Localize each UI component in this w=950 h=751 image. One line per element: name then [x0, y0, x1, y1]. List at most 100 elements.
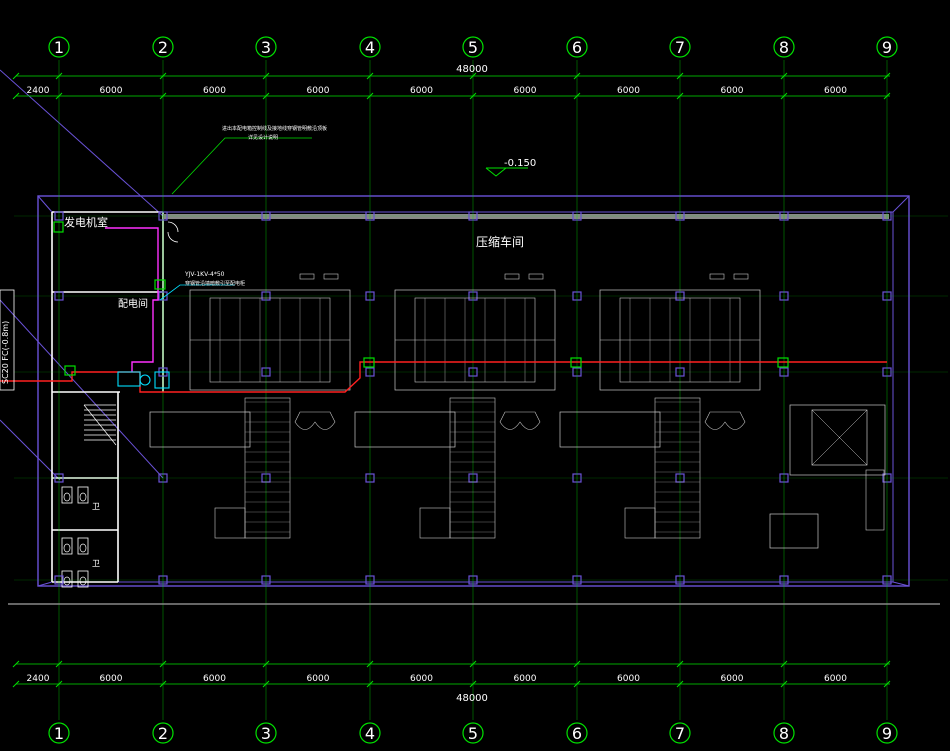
- bay-dimension-label: 6000: [617, 86, 640, 96]
- leader-note-1: 进出本配电箱控制线及接地线穿钢管明敷沿顶板: [222, 125, 327, 132]
- door-arc: [167, 231, 179, 243]
- axis-bubble-1: [48, 722, 70, 744]
- compressor-tag: [528, 273, 544, 280]
- dim-tick: [883, 680, 891, 688]
- axis-bubble-5: [462, 36, 484, 58]
- axis-bubble-7: [669, 722, 691, 744]
- stair-diagonal: [83, 404, 117, 446]
- dim-tick: [469, 92, 477, 100]
- toilet-fixture: [79, 576, 87, 586]
- toilet-fixture: [79, 492, 87, 502]
- compressor-unit: [354, 273, 556, 539]
- elevation-label: -0.150: [504, 158, 536, 169]
- side-cable-label: SC20 FC(-0.8m): [1, 321, 10, 384]
- bay-dimension-label: 6000: [100, 674, 123, 684]
- dim-tick: [676, 680, 684, 688]
- building-walls: [0, 69, 910, 588]
- motor-box: [214, 507, 246, 539]
- motor-box: [624, 507, 656, 539]
- axis-bubble-9: [876, 722, 898, 744]
- axis-bubble-4: [359, 722, 381, 744]
- conveyor-vertical: [244, 397, 291, 539]
- bay-dimension-label: 6000: [824, 674, 847, 684]
- dim-tick: [883, 92, 891, 100]
- axis-bubble-2: [152, 36, 174, 58]
- conveyor-frame: [149, 411, 251, 448]
- dim-tick: [469, 72, 477, 80]
- bay-dimension-label: 6000: [514, 674, 537, 684]
- left-offset-dimension-top: 2400: [27, 86, 50, 96]
- left-offset-dimension-bottom: 2400: [27, 674, 50, 684]
- diagonal-line: [0, 419, 61, 481]
- corner-diagonal: [37, 581, 53, 587]
- room-label-compressor-hall: 压缩车间: [476, 234, 524, 249]
- dim-tick: [159, 92, 167, 100]
- dim-tick: [676, 92, 684, 100]
- room-label-toilet-2: 卫: [92, 559, 100, 568]
- axis-bubble-5: [462, 722, 484, 744]
- axis-bubble-8: [773, 722, 795, 744]
- corner-diagonal: [37, 195, 53, 213]
- distribution-panel: [154, 371, 170, 389]
- dim-tick: [573, 680, 581, 688]
- dim-tick: [55, 92, 63, 100]
- toilet-fixture: [63, 576, 71, 586]
- axis-bubble-8: [773, 36, 795, 58]
- dim-tick: [573, 660, 581, 668]
- dim-tick: [12, 660, 20, 668]
- axis-bubble-4: [359, 36, 381, 58]
- compressor-tag: [504, 273, 520, 280]
- compressor-tag: [323, 273, 339, 280]
- dim-tick: [366, 92, 374, 100]
- axis-bubble-label: 8: [779, 724, 789, 743]
- room-label-generator-room: 发电机室: [64, 215, 108, 229]
- bay-dimension-label: 6000: [307, 674, 330, 684]
- dim-tick: [12, 680, 20, 688]
- diagonal-line: [0, 69, 164, 217]
- axis-bubble-label: 6: [572, 38, 582, 57]
- right-machine-frame: [789, 404, 886, 476]
- dim-tick: [262, 92, 270, 100]
- dim-tick: [780, 72, 788, 80]
- axis-bubble-label: 7: [675, 38, 685, 57]
- total-dimension-top: 48000: [456, 64, 488, 75]
- compressor-unit: [559, 273, 761, 539]
- dim-tick: [159, 72, 167, 80]
- axis-bubble-label: 4: [365, 38, 375, 57]
- dim-tick: [55, 72, 63, 80]
- cable-spec-note-sub: 穿钢管沿墙暗敷引至配电柜: [185, 280, 245, 287]
- axis-bubble-label: 7: [675, 724, 685, 743]
- dim-tick: [12, 72, 20, 80]
- dim-tick: [780, 92, 788, 100]
- axis-bubble-label: 3: [261, 724, 271, 743]
- elevation-marker: [485, 167, 508, 177]
- junction-box: [64, 365, 76, 376]
- bay-dimension-label: 6000: [617, 674, 640, 684]
- leader-line: [159, 284, 235, 301]
- dim-tick: [159, 660, 167, 668]
- diagonal-line: [0, 299, 164, 479]
- bay-dimension-label: 6000: [410, 674, 433, 684]
- dim-tick: [883, 660, 891, 668]
- marks-layer: [0, 137, 528, 391]
- axis-bubble-label: 5: [468, 38, 478, 57]
- dim-tick: [573, 72, 581, 80]
- hopper: [704, 411, 746, 430]
- axis-grid: [8, 60, 948, 720]
- dim-tick: [12, 92, 20, 100]
- equipment-layer: [149, 273, 886, 549]
- dim-tick: [262, 680, 270, 688]
- junction-box: [570, 357, 582, 368]
- motor-box: [419, 507, 451, 539]
- dim-tick: [366, 680, 374, 688]
- dim-tick: [780, 680, 788, 688]
- junction-box: [777, 357, 789, 368]
- outer-wall: [37, 195, 910, 587]
- leader-note-2: 详见设计说明: [248, 134, 278, 141]
- compressor-tag: [709, 273, 725, 280]
- conveyor-vertical: [449, 397, 496, 539]
- junction-box: [363, 357, 375, 368]
- axis-bubble-label: 2: [158, 38, 168, 57]
- dim-tick: [55, 680, 63, 688]
